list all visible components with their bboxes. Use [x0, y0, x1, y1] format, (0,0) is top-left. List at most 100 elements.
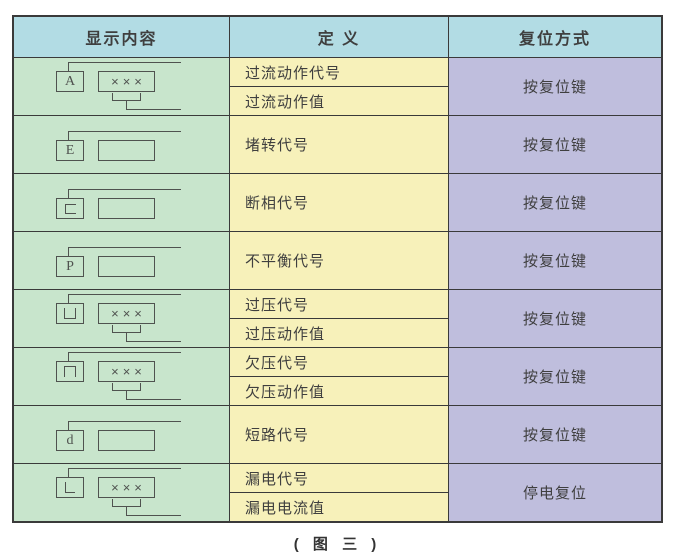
diagram-lead-line — [68, 247, 181, 256]
segment-u-glyph — [64, 308, 76, 319]
header-display-content: 显示内容 — [14, 17, 229, 57]
value-box — [98, 256, 155, 277]
code-box — [56, 361, 84, 382]
definition-text: 欠压动作值 — [245, 383, 326, 401]
diagram-pointer-line — [126, 332, 181, 342]
reset-text: 按复位键 — [522, 79, 587, 96]
diagram-lead-line — [68, 294, 181, 303]
reset-cell: 停电复位 — [448, 464, 661, 521]
definition-text: 过压代号 — [230, 290, 448, 319]
definition-text: 断相代号 — [245, 195, 310, 212]
code-box — [56, 198, 84, 219]
table-row-overcurrent: A ××× 过流动作代号 过流动作值 按复位键 — [14, 57, 661, 115]
definition-cell: 不平衡代号 — [229, 232, 448, 289]
code-box — [56, 303, 84, 324]
diagram-lead-line — [68, 189, 181, 198]
code-box: P — [56, 256, 84, 277]
reset-cell: 按复位键 — [448, 406, 661, 463]
diagram-bracket — [112, 498, 141, 507]
display-cell: ××× — [14, 290, 229, 347]
code-box — [56, 477, 84, 498]
seven-segment-diagram: ××× — [14, 348, 229, 405]
seven-segment-diagram: E — [14, 116, 229, 173]
table-row-unbalance: P 不平衡代号 按复位键 — [14, 231, 661, 289]
value-box — [98, 430, 155, 451]
reset-cell: 按复位键 — [448, 232, 661, 289]
diagram-lead-line — [68, 352, 181, 361]
display-cell: A ××× — [14, 58, 229, 115]
segment-n-glyph — [64, 366, 76, 377]
definition-text: 过流动作代号 — [230, 58, 448, 87]
diagram-lead-line — [68, 131, 181, 140]
display-cell — [14, 174, 229, 231]
table-row-undervoltage: ××× 欠压代号 欠压动作值 按复位键 — [14, 347, 661, 405]
value-placeholder: ××× — [111, 364, 146, 379]
reset-cell: 按复位键 — [448, 174, 661, 231]
diagram-pointer-line — [126, 506, 181, 516]
definition-text: 不平衡代号 — [245, 253, 326, 270]
code-box: E — [56, 140, 84, 161]
value-box: ××× — [98, 361, 155, 382]
definition-cell: 欠压代号 欠压动作值 — [229, 348, 448, 405]
reset-cell: 按复位键 — [448, 348, 661, 405]
display-cell: ××× — [14, 464, 229, 521]
reset-text: 按复位键 — [522, 369, 587, 386]
segment-c-glyph — [64, 203, 76, 214]
definition-text: 短路代号 — [245, 427, 310, 444]
diagram-bracket — [112, 92, 141, 101]
code-letter: P — [66, 258, 74, 274]
definition-text: 漏电代号 — [230, 464, 448, 493]
reset-text: 按复位键 — [522, 427, 587, 444]
value-placeholder: ××× — [111, 74, 146, 89]
seven-segment-diagram — [14, 174, 229, 231]
diagram-lead-line — [68, 468, 181, 477]
value-box — [98, 198, 155, 219]
code-letter: E — [65, 142, 75, 158]
code-box: A — [56, 71, 84, 92]
reset-cell: 按复位键 — [448, 290, 661, 347]
display-cell: P — [14, 232, 229, 289]
header-reset-method: 复位方式 — [448, 17, 661, 57]
display-cell: E — [14, 116, 229, 173]
value-box: ××× — [98, 303, 155, 324]
reset-text: 按复位键 — [522, 137, 587, 154]
table-header-row: 显示内容 定 义 复位方式 — [14, 17, 661, 57]
fault-display-table: 显示内容 定 义 复位方式 A ××× 过流动作代号 过流动作值 按复位键 E — [12, 15, 663, 523]
reset-text: 按复位键 — [522, 253, 587, 270]
value-placeholder: ××× — [111, 306, 146, 321]
code-letter: d — [66, 432, 74, 448]
table-row-phase-loss: 断相代号 按复位键 — [14, 173, 661, 231]
seven-segment-diagram: P — [14, 232, 229, 289]
definition-cell: 堵转代号 — [229, 116, 448, 173]
figure-caption: ( 图 三 ) — [293, 536, 382, 553]
definition-text: 漏电电流值 — [245, 499, 326, 517]
reset-cell: 按复位键 — [448, 116, 661, 173]
seven-segment-diagram: ××× — [14, 290, 229, 347]
definition-cell: 漏电代号 漏电电流值 — [229, 464, 448, 521]
code-box: d — [56, 430, 84, 451]
value-box — [98, 140, 155, 161]
diagram-pointer-line — [126, 100, 181, 110]
value-placeholder: ××× — [111, 480, 146, 495]
display-cell: ××× — [14, 348, 229, 405]
code-letter: A — [64, 73, 76, 89]
definition-text: 过压动作值 — [245, 325, 326, 343]
definition-cell: 短路代号 — [229, 406, 448, 463]
diagram-bracket — [112, 382, 141, 391]
definition-cell: 过流动作代号 过流动作值 — [229, 58, 448, 115]
definition-cell: 断相代号 — [229, 174, 448, 231]
segment-L-glyph — [65, 482, 75, 493]
display-cell: d — [14, 406, 229, 463]
table-row-stall: E 堵转代号 按复位键 — [14, 115, 661, 173]
diagram-lead-line — [68, 421, 181, 430]
reset-text: 停电复位 — [522, 485, 587, 502]
reset-cell: 按复位键 — [448, 58, 661, 115]
diagram-lead-line — [68, 62, 181, 71]
diagram-bracket — [112, 324, 141, 333]
table-row-overvoltage: ××× 过压代号 过压动作值 按复位键 — [14, 289, 661, 347]
seven-segment-diagram: A ××× — [14, 58, 229, 115]
diagram-pointer-line — [126, 390, 181, 400]
value-box: ××× — [98, 477, 155, 498]
reset-text: 按复位键 — [522, 195, 587, 212]
table-row-short-circuit: d 短路代号 按复位键 — [14, 405, 661, 463]
